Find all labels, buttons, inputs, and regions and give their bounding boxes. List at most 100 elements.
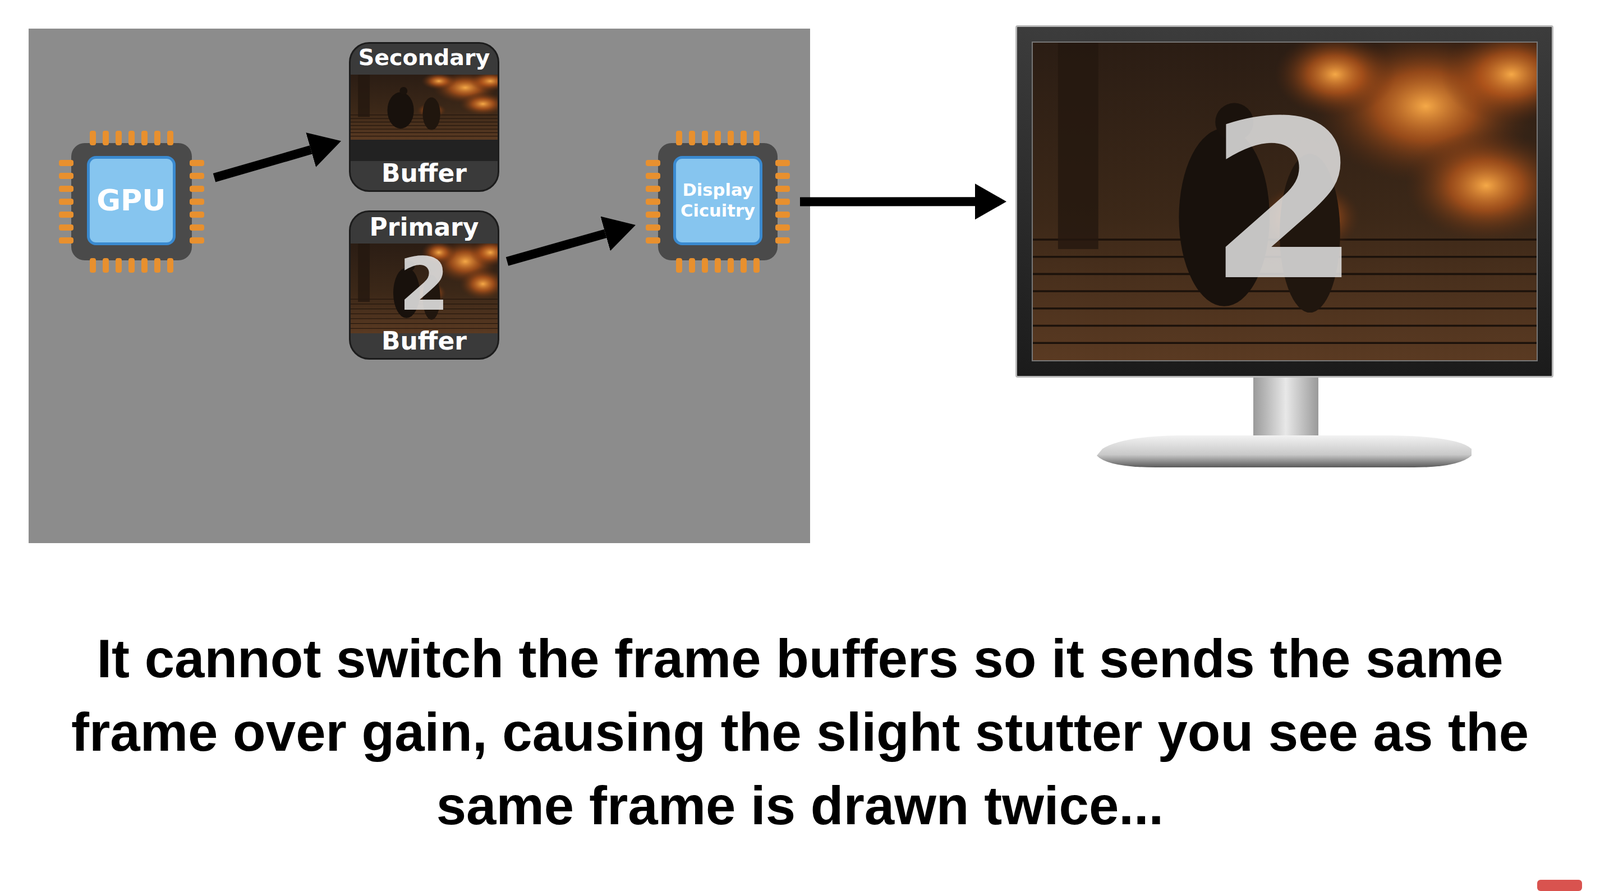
floor-plank bbox=[350, 125, 498, 126]
pin bbox=[753, 258, 760, 273]
pin bbox=[58, 211, 74, 218]
node-label: Display Cicuitry bbox=[679, 180, 757, 222]
arrow-connector bbox=[214, 149, 311, 178]
chip-core: GPU bbox=[86, 155, 176, 246]
empty-band bbox=[350, 139, 498, 162]
pin bbox=[58, 159, 74, 167]
pin bbox=[714, 130, 721, 146]
pin bbox=[645, 224, 661, 231]
floor-plank bbox=[350, 132, 498, 133]
pin bbox=[58, 185, 74, 192]
pin bbox=[688, 258, 696, 273]
pin bbox=[775, 159, 790, 167]
pin bbox=[89, 258, 96, 273]
arrow-connector bbox=[507, 233, 606, 262]
pillar bbox=[1058, 42, 1099, 250]
fire-glow bbox=[1405, 129, 1537, 242]
node-label: Buffer bbox=[381, 327, 467, 356]
node-label: 2 bbox=[1208, 92, 1361, 311]
fire-glow bbox=[469, 74, 498, 91]
pin bbox=[740, 130, 747, 146]
frame-buffer: Primary 2Buffer bbox=[348, 210, 500, 360]
buffer-picture bbox=[350, 74, 498, 162]
monitor-neck bbox=[1253, 375, 1319, 439]
pin bbox=[167, 258, 174, 273]
pin bbox=[102, 258, 109, 273]
floor-plank bbox=[1032, 342, 1537, 345]
pin bbox=[727, 258, 734, 273]
gpu-chip: GPU bbox=[71, 143, 192, 261]
pin bbox=[701, 258, 708, 273]
chip-core: Display Cicuitry bbox=[673, 155, 763, 246]
pin bbox=[141, 258, 148, 273]
pin bbox=[102, 130, 109, 146]
pin bbox=[775, 185, 790, 192]
node-label: GPU bbox=[96, 182, 166, 219]
fire-glow bbox=[459, 92, 498, 116]
pin bbox=[645, 172, 661, 179]
pin bbox=[701, 130, 708, 146]
pin bbox=[58, 237, 74, 244]
pin bbox=[753, 130, 760, 146]
arrow-connector bbox=[800, 196, 976, 206]
fire-glow bbox=[421, 74, 457, 90]
pin bbox=[775, 211, 790, 218]
frame-buffer: SecondaryBuffer bbox=[348, 42, 500, 192]
figure-right bbox=[422, 97, 440, 131]
caption: It cannot switch the frame buffers so it… bbox=[33, 621, 1567, 843]
floor-plank bbox=[350, 129, 498, 130]
pin bbox=[775, 198, 790, 205]
figure-body bbox=[387, 92, 415, 129]
pin bbox=[645, 198, 661, 205]
pin bbox=[128, 130, 135, 146]
floor-plank bbox=[350, 323, 498, 324]
pin bbox=[189, 237, 205, 244]
pin bbox=[141, 130, 148, 146]
corner-icon bbox=[1537, 879, 1583, 891]
pin bbox=[189, 211, 205, 218]
floor-plank bbox=[1032, 324, 1537, 328]
pin bbox=[727, 130, 734, 146]
pin bbox=[775, 237, 790, 244]
pin bbox=[714, 258, 721, 273]
fire-glow bbox=[469, 243, 498, 267]
pin bbox=[740, 258, 747, 273]
pin bbox=[58, 224, 74, 231]
pin bbox=[189, 185, 205, 192]
node-label: Primary bbox=[369, 213, 480, 242]
pin bbox=[58, 198, 74, 205]
display-chip: Display Cicuitry bbox=[658, 143, 778, 261]
pin bbox=[189, 159, 205, 167]
pin bbox=[645, 211, 661, 218]
monitor: 2 bbox=[1015, 25, 1554, 378]
fire-glow bbox=[1440, 42, 1537, 124]
pin bbox=[688, 130, 696, 146]
pin bbox=[128, 258, 135, 273]
pin bbox=[89, 130, 96, 146]
pin bbox=[645, 237, 661, 244]
pin bbox=[645, 159, 661, 167]
figure-head bbox=[399, 86, 408, 95]
pin bbox=[189, 224, 205, 231]
pin bbox=[154, 258, 161, 273]
pin bbox=[189, 198, 205, 205]
pin bbox=[115, 130, 122, 146]
pillar bbox=[357, 74, 370, 117]
monitor-base bbox=[1096, 435, 1472, 468]
pin bbox=[645, 185, 661, 192]
pin bbox=[189, 172, 205, 179]
fire-glow bbox=[459, 268, 498, 300]
pin bbox=[676, 258, 683, 273]
pillar bbox=[357, 243, 370, 302]
pin bbox=[58, 172, 74, 179]
node-label: Secondary bbox=[358, 44, 491, 71]
pin bbox=[115, 258, 122, 273]
pin bbox=[167, 130, 174, 146]
pin bbox=[676, 130, 683, 146]
pin bbox=[154, 130, 161, 146]
node-label: 2 bbox=[398, 247, 450, 321]
pin bbox=[775, 224, 790, 231]
pin bbox=[775, 172, 790, 179]
node-label: Buffer bbox=[381, 159, 467, 188]
